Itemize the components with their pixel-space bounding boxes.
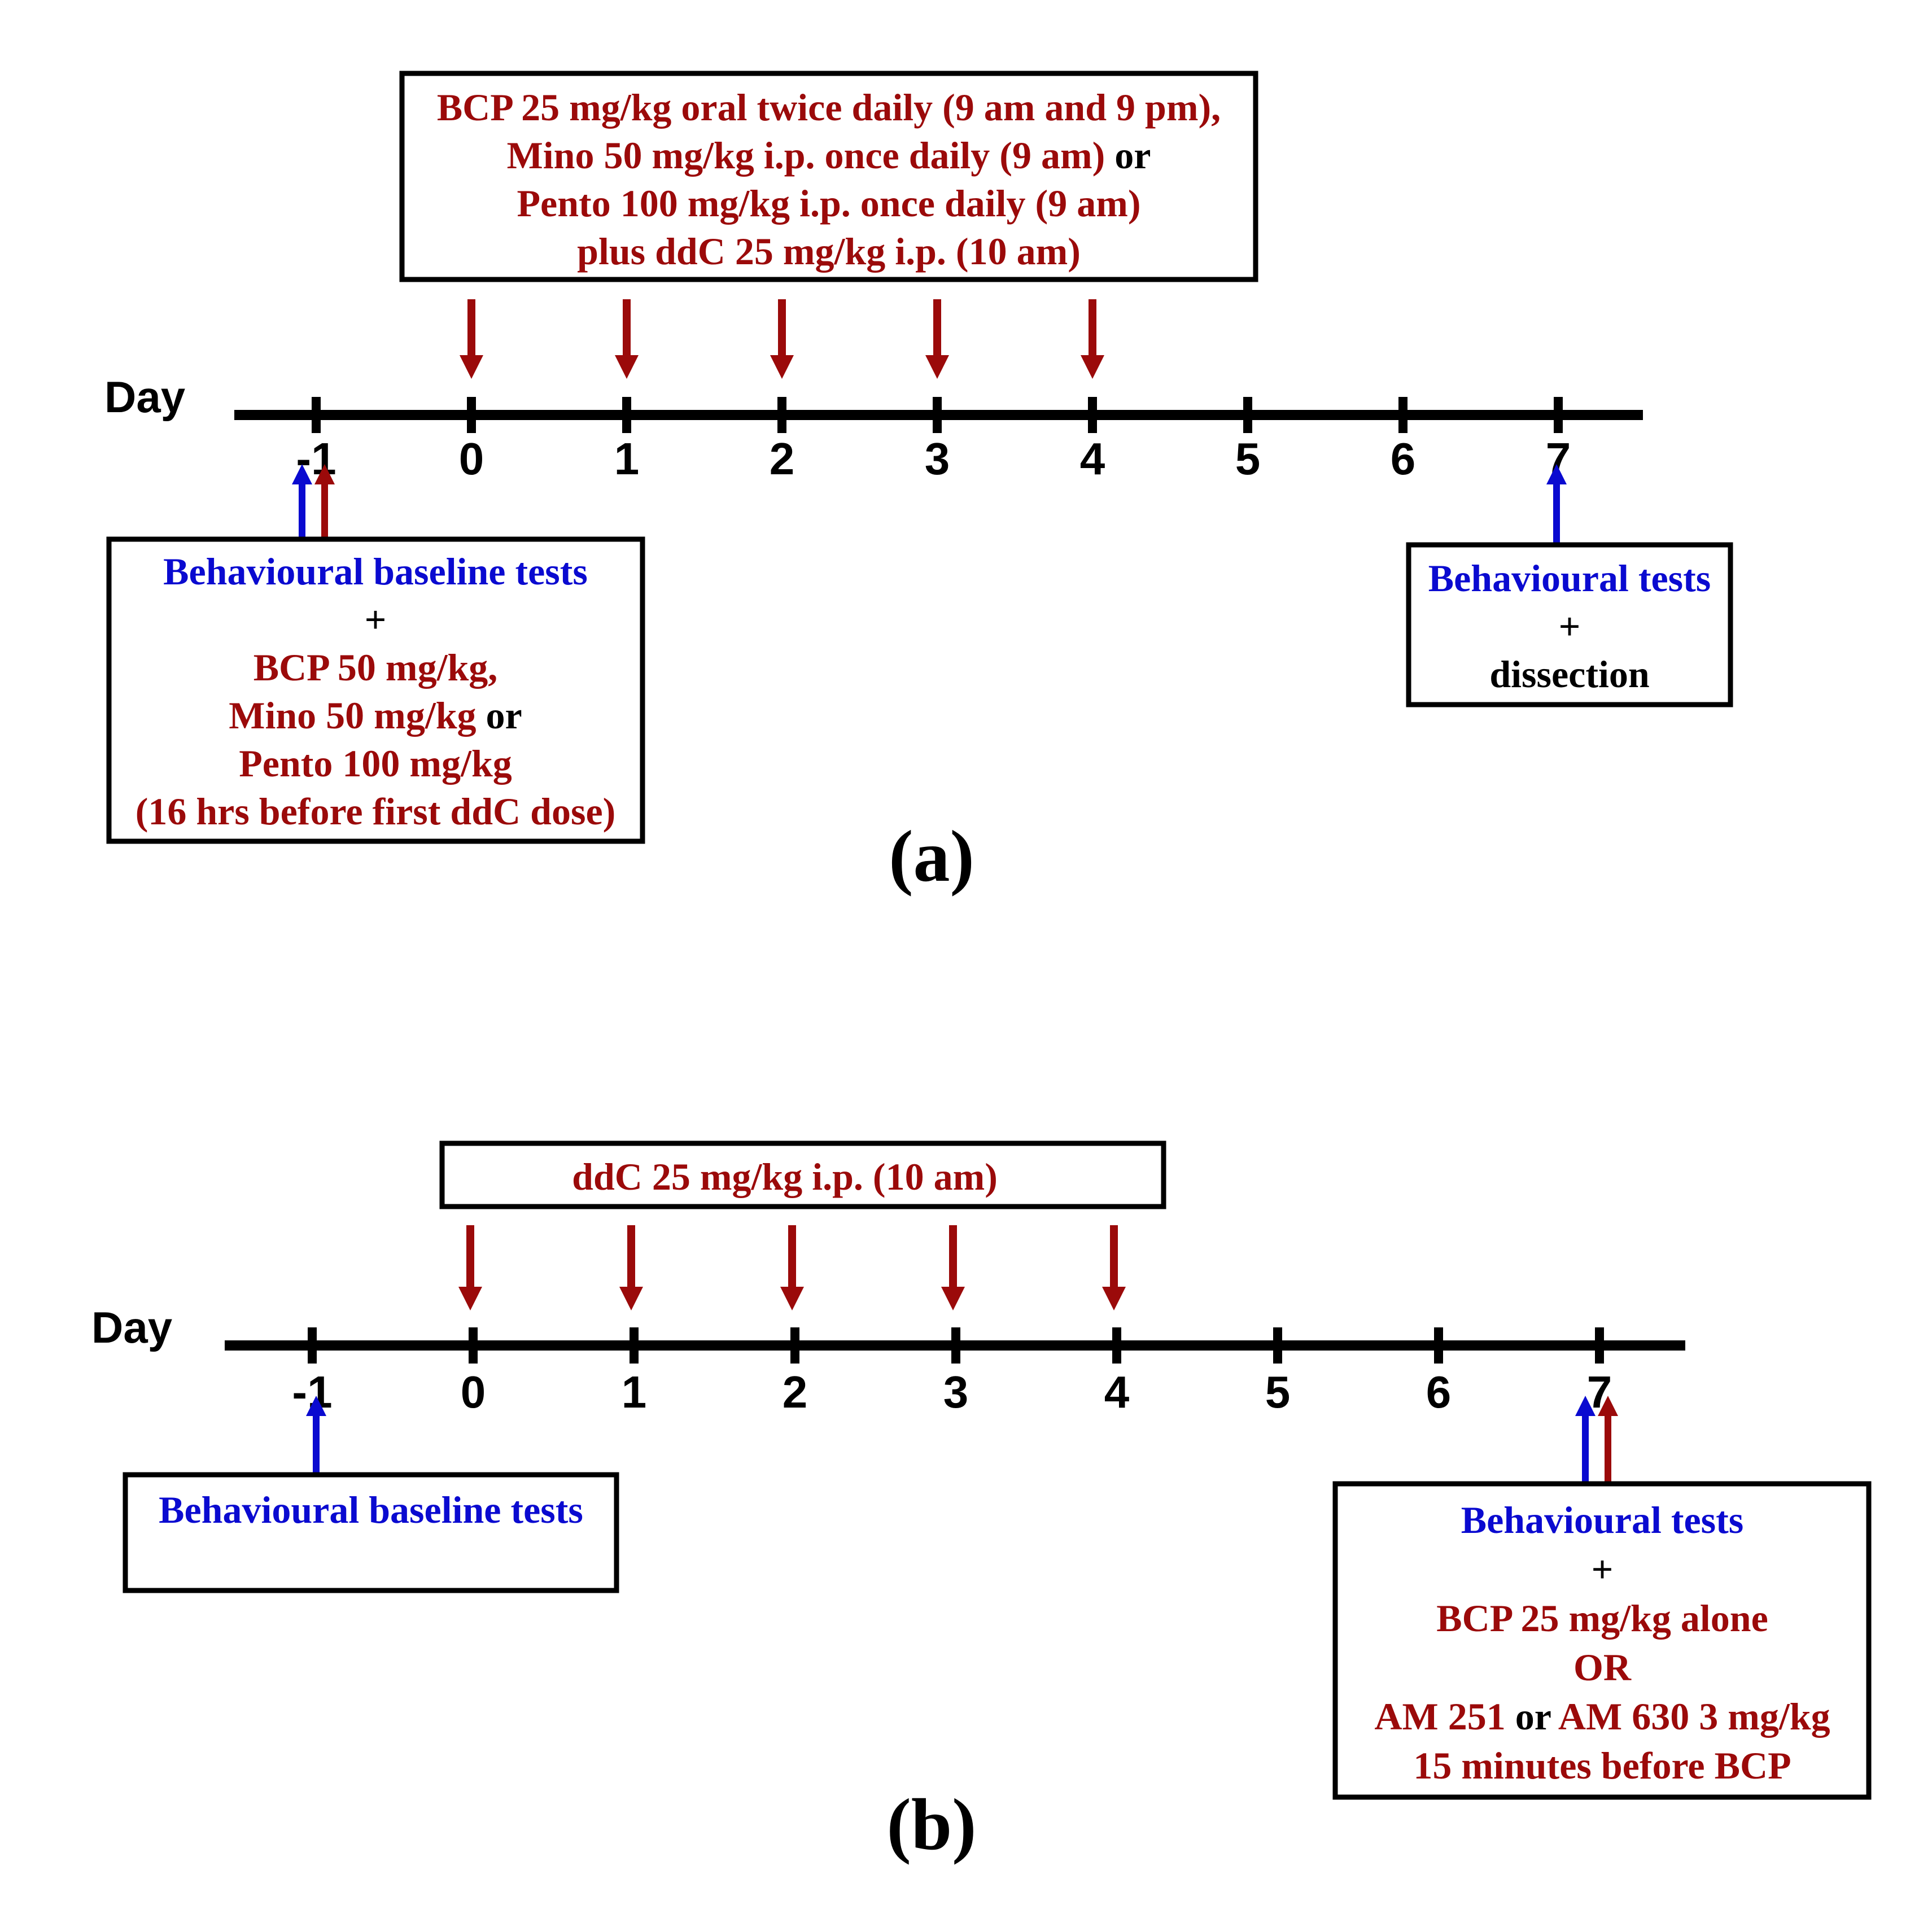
text-segment: + [1559, 605, 1581, 648]
panel-a-baseline-line-2: + [365, 598, 387, 641]
day-tick-label: -1 [292, 1367, 332, 1417]
text-segment: Pento 100 mg/kg i.p. once daily (9 am) [517, 182, 1141, 225]
text-segment: Pento 100 mg/kg [239, 742, 512, 785]
day-tick-label: 3 [925, 434, 950, 484]
panel-b-endpoint-box [1332, 1481, 1872, 1800]
text-segment: + [1592, 1548, 1614, 1590]
panel-b-endpoint-line-6: 15 minutes before BCP [1413, 1744, 1791, 1787]
text-segment: BCP 25 mg/kg oral twice daily (9 am and … [437, 86, 1221, 129]
panel-b-endpoint-line-1: Behavioural tests [1461, 1498, 1744, 1541]
panel-a-dosing-arrows [460, 299, 1104, 379]
text-segment: OR [1573, 1646, 1632, 1689]
text-segment: BCP 50 mg/kg, [253, 646, 498, 689]
text-segment: Behavioural baseline tests [163, 550, 588, 593]
day-tick-label: 1 [614, 434, 640, 484]
panel-b-baseline-line-1: Behavioural baseline tests [159, 1488, 583, 1531]
day-tick-label: 1 [622, 1367, 647, 1417]
panel-a-endpoint-line-3: dissection [1489, 653, 1649, 696]
panel-a-baseline-box-text: Behavioural baseline tests + BCP 50 mg/k… [135, 550, 616, 833]
day-tick-label: 6 [1391, 434, 1416, 484]
day-tick-label: 5 [1265, 1367, 1291, 1417]
panel-a-dosing-line-4: plus ddC 25 mg/kg i.p. (10 am) [577, 230, 1081, 273]
panel-a-dosing-line-3: Pento 100 mg/kg i.p. once daily (9 am) [517, 182, 1141, 225]
panel-b-endpoint-box-text: Behavioural tests + BCP 25 mg/kg alone O… [1374, 1498, 1830, 1787]
text-segment: or [1506, 1695, 1558, 1738]
panel-a-dosing-line-1: BCP 25 mg/kg oral twice daily (9 am and … [437, 86, 1221, 129]
day-tick-label: 3 [943, 1367, 969, 1417]
text-segment: Behavioural tests [1461, 1498, 1744, 1541]
panel-b-dosing-box [439, 1141, 1166, 1209]
panel-b-label: (b) [887, 1784, 977, 1865]
text-segment: ddC 25 mg/kg i.p. (10 am) [572, 1155, 998, 1198]
day-tick-label: 0 [459, 434, 484, 484]
text-segment: Mino 50 mg/kg i.p. once daily (9 am) [507, 134, 1105, 177]
panel-a-baseline-line-6: (16 hrs before first ddC dose) [135, 790, 616, 833]
text-segment: dissection [1489, 653, 1649, 696]
panel-a-endpoint-box-text: Behavioural tests + dissection [1428, 557, 1711, 696]
day-tick-label: 0 [461, 1367, 486, 1417]
text-segment: (16 hrs before first ddC dose) [135, 790, 616, 833]
panel-b-dosing-arrows [458, 1225, 1126, 1310]
text-segment: BCP 25 mg/kg alone [1436, 1597, 1768, 1640]
panel-a-baseline-line-1: Behavioural baseline tests [163, 550, 588, 593]
panel-b-endpoint-line-2: + [1592, 1548, 1614, 1590]
panel-a-baseline-line-3: BCP 50 mg/kg, [253, 646, 498, 689]
day-tick-label: 4 [1080, 434, 1105, 484]
panel-a-endpoint-box [1406, 542, 1733, 707]
panel-a-endpoint-line-2: + [1559, 605, 1581, 648]
panel-a-baseline-line-5: Pento 100 mg/kg [239, 742, 512, 785]
panel-a-dosing-box-text: BCP 25 mg/kg oral twice daily (9 am and … [437, 86, 1221, 273]
panel-b-endpoint-line-3: BCP 25 mg/kg alone [1436, 1597, 1768, 1640]
panel-a-label: (a) [889, 816, 974, 897]
day-tick-label: 2 [770, 434, 795, 484]
panel-b-endpoint-line-5: AM 251 or AM 630 3 mg/kg [1374, 1695, 1830, 1738]
panel-a: BCP 25 mg/kg oral twice daily (9 am and … [104, 71, 1733, 897]
panel-a-endpoint-line-1: Behavioural tests [1428, 557, 1711, 600]
panel-a-baseline-line-4: Mino 50 mg/kg or [229, 694, 522, 737]
text-segment: AM 251 [1374, 1695, 1505, 1738]
panel-a-baseline-box [106, 536, 645, 844]
day-tick-label: 4 [1104, 1367, 1130, 1417]
text-segment: Behavioural baseline tests [159, 1488, 583, 1531]
panel-a-day-label: Day [104, 372, 185, 422]
panel-b-dosing-line-1: ddC 25 mg/kg i.p. (10 am) [572, 1155, 998, 1198]
day-tick-label: 5 [1235, 434, 1261, 484]
text-segment: plus ddC 25 mg/kg i.p. (10 am) [577, 230, 1081, 273]
panel-b-baseline-box [123, 1472, 619, 1593]
text-segment: AM 630 3 mg/kg [1558, 1695, 1830, 1738]
text-segment: or [1105, 134, 1151, 177]
text-segment: or [477, 694, 522, 737]
text-segment: Behavioural tests [1428, 557, 1711, 600]
text-segment: + [365, 598, 387, 641]
panel-b-day-label: Day [91, 1303, 172, 1352]
day-tick-label: 6 [1426, 1367, 1452, 1417]
day-tick-label: 2 [783, 1367, 808, 1417]
text-segment: 15 minutes before BCP [1413, 1744, 1791, 1787]
panel-a-dosing-line-2: Mino 50 mg/kg i.p. once daily (9 am) or [507, 134, 1151, 177]
panel-a-dosing-box [399, 71, 1258, 282]
panel-b-endpoint-line-4: OR [1573, 1646, 1632, 1689]
text-segment: Mino 50 mg/kg [229, 694, 476, 737]
